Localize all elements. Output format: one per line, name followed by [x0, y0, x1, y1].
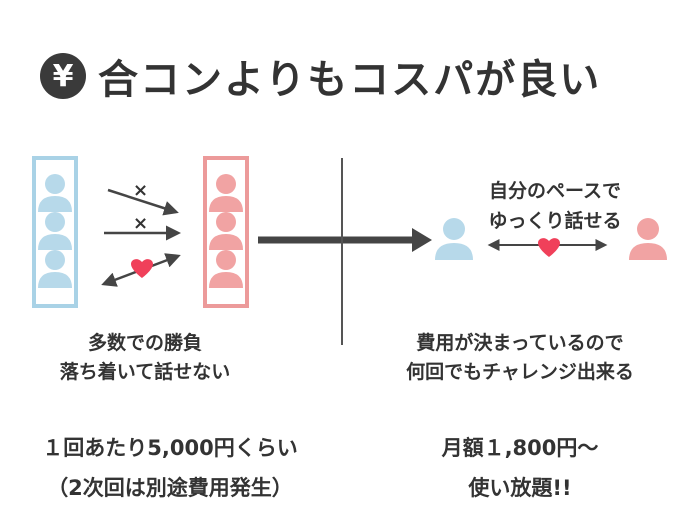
cross-mark: × [133, 180, 149, 201]
blue-person-icon [435, 218, 473, 260]
left-price-line1: １回あたり5,000円くらい [42, 436, 298, 460]
right-caption-line1: 費用が決まっているので [416, 332, 624, 354]
page-title: 合コンよりもコスパが良い [98, 57, 602, 103]
arrow-1 [107, 188, 179, 216]
yen-icon: ¥ [40, 53, 86, 99]
bubble-text-line1: 自分のペースで [488, 180, 622, 202]
cross-mark: × [133, 213, 149, 234]
right-caption-line2: 何回でもチャレンジ出来る [406, 361, 634, 383]
blue-group-box [32, 156, 78, 308]
title-row: ¥ 合コンよりもコスパが良い [40, 46, 601, 106]
right-price-line2: 使い放題!! [468, 476, 572, 500]
pink-group-box [203, 156, 249, 308]
pink-person-icon [629, 218, 667, 260]
left-caption-line2: 落ち着いて話せない [59, 361, 231, 383]
left-caption-line1: 多数での勝負 [87, 332, 202, 354]
right-price-line1: 月額１,800円〜 [441, 436, 599, 460]
bubble-text-line2: ゆっくり話せる [488, 210, 622, 232]
heart-icon-right [538, 238, 560, 257]
heart-icon [131, 259, 153, 278]
left-price-line2: （2次回は別途費用発生） [47, 476, 293, 500]
